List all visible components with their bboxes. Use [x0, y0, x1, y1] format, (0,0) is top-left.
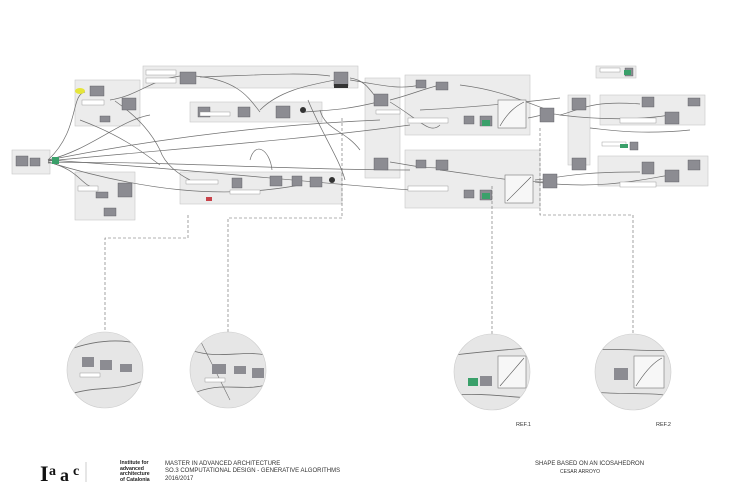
accent-indicators [52, 70, 631, 201]
institute-name: Institute for advanced architecture of C… [120, 460, 150, 483]
ref-1-label: REF.1 [516, 422, 531, 428]
svg-text:a: a [60, 465, 69, 484]
svg-text:a: a [49, 464, 56, 479]
zoom-detail-2 [189, 331, 267, 409]
slider-and-panels [77, 67, 657, 195]
ref-2-label: REF.2 [656, 422, 671, 428]
zoom-detail-ref2 [594, 333, 672, 411]
graph-mapper-nodes [497, 99, 534, 204]
svg-text:I: I [40, 461, 49, 484]
svg-text:c: c [73, 464, 79, 479]
iaac-logo: I a a c [40, 461, 87, 484]
course-info: MASTER IN ADVANCED ARCHITECTURE SO.3 COM… [165, 461, 341, 482]
zoom-detail-ref1 [453, 333, 531, 411]
wire-layer [47, 73, 691, 193]
zoom-detail-1 [66, 331, 144, 409]
callout-lines [104, 118, 634, 334]
author-name: CESAR ARROYO [560, 469, 601, 475]
project-title: SHAPE BASED ON AN ICOSAHEDRON [535, 461, 645, 467]
